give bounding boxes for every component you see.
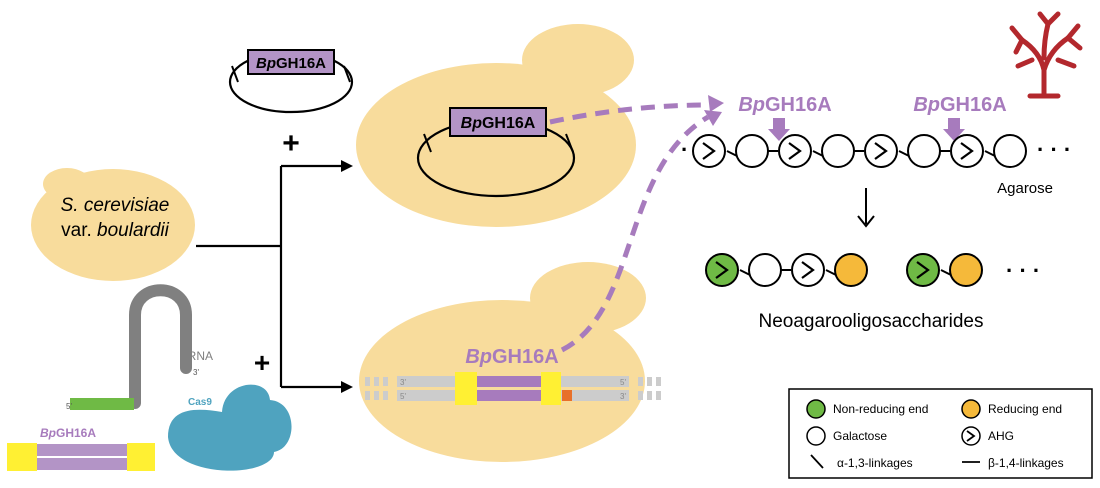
- cleavage-arrow-2: [943, 118, 965, 141]
- svg-text:Reducing end: Reducing end: [988, 402, 1062, 416]
- legend-item-galactose: Galactose: [806, 426, 887, 446]
- cell-plasmid-gene-label: BpGH16A: [461, 115, 536, 132]
- plasmid-cut-right: [343, 65, 351, 83]
- legend-item-alpha-linkage: α-1,3-linkages: [810, 454, 913, 470]
- enzyme-label-1: BpGH16A: [738, 94, 831, 116]
- svg-text:3': 3': [193, 368, 199, 377]
- legend-box: [788, 388, 1093, 479]
- enzyme-label-2: BpGH16A: [913, 94, 1006, 116]
- legend-item-ahg: AHG: [961, 426, 1014, 446]
- cell-plasmid-gene-box: [449, 107, 547, 137]
- donor-gene-label: BpGH16A: [40, 426, 96, 440]
- legend-item-beta-linkage: β-1,4-linkages: [962, 456, 1064, 470]
- svg-text:β-1,4-linkages: β-1,4-linkages: [988, 456, 1064, 470]
- cas9-protein: [168, 384, 292, 471]
- genomic-dna: 3' 5' 5' 3': [365, 372, 661, 405]
- product-tetramer: [705, 253, 868, 287]
- product-dimer: [906, 253, 983, 287]
- svg-text:Non-reducing end: Non-reducing end: [833, 402, 928, 416]
- svg-text:Galactose: Galactose: [833, 429, 887, 443]
- arrow-head-top: [341, 160, 353, 172]
- legend: Non-reducing end Reducing end Galactose …: [788, 388, 1093, 479]
- agarose-label: Agarose: [997, 180, 1053, 197]
- svg-text:AHG: AHG: [988, 429, 1014, 443]
- yeast-cell-plasmid: BpGH16A: [356, 24, 636, 227]
- down-arrow-head: [857, 215, 875, 228]
- products-ellipsis: · · ·: [1006, 258, 1040, 283]
- arrow-head-lower: [704, 110, 722, 126]
- plasmid-gene-box: [247, 49, 335, 75]
- donor-dna: [7, 443, 155, 471]
- yeast-variety-label: var. boulardii: [61, 220, 170, 241]
- plasmid-gene-label: BpGH16A: [256, 55, 326, 72]
- free-plasmid: BpGH16A: [228, 49, 354, 114]
- plus-sign-top: +: [282, 127, 300, 160]
- secretion-arrows: [549, 102, 710, 353]
- plasmid-cut-left: [231, 65, 239, 83]
- chain-ellipsis-right: · · ·: [1037, 137, 1071, 162]
- pam-tag: [562, 390, 572, 401]
- yeast-cell-wildtype: [31, 168, 195, 281]
- arrow-head-bottom: [341, 381, 353, 393]
- legend-item-reducing: Reducing end: [961, 399, 1062, 419]
- branch-arrows: [196, 164, 342, 389]
- svg-text:5': 5': [66, 402, 72, 411]
- cleavage-arrow-1: [768, 118, 790, 141]
- grna: 5' 3': [66, 284, 199, 411]
- plus-sign-bottom: +: [254, 347, 270, 378]
- svg-text:5': 5': [620, 378, 626, 387]
- legend-item-non-reducing: Non-reducing end: [806, 399, 928, 419]
- cas9-label: Cas9: [188, 397, 212, 408]
- red-seaweed-icon: [1009, 11, 1083, 99]
- yeast-species-label: S. cerevisiae: [61, 195, 170, 216]
- grna-label: gRNA: [181, 349, 213, 363]
- agarose-chain: · · · · · ·: [681, 134, 1071, 168]
- svg-text:3': 3': [620, 392, 626, 401]
- arrow-head-upper: [708, 95, 724, 112]
- svg-text:5': 5': [400, 392, 406, 401]
- products-label: Neoagarooligosaccharides: [759, 311, 984, 332]
- svg-text:3': 3': [400, 378, 406, 387]
- integrated-gene-label: BpGH16A: [465, 346, 558, 368]
- svg-text:α-1,3-linkages: α-1,3-linkages: [837, 456, 913, 470]
